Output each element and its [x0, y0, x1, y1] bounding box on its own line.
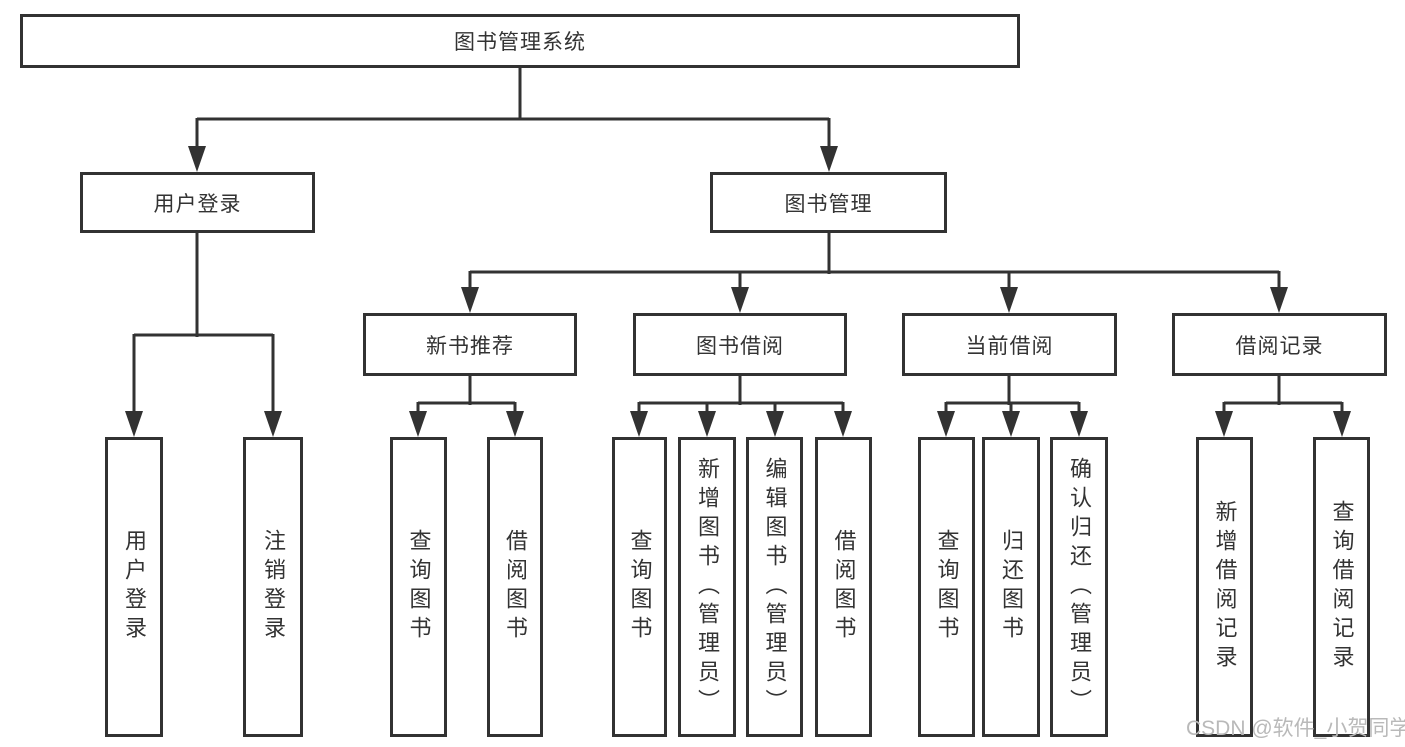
node-label: 用户登录: [122, 529, 147, 645]
leaf-logout: 注销登录: [243, 437, 303, 737]
leaf-confirm-return-admin: 确认归还（管理员）: [1050, 437, 1108, 737]
leaf-add-borrow-record: 新增借阅记录: [1196, 437, 1253, 737]
node-label: 借阅记录: [1235, 334, 1324, 358]
node-label: 归还图书: [999, 529, 1024, 645]
node-current-borrowing: 当前借阅: [902, 313, 1117, 376]
node-label: 当前借阅: [965, 334, 1054, 358]
watermark: CSDN @软件_小贺同学: [1186, 717, 1405, 740]
node-label: 查询图书: [627, 529, 653, 645]
node-label: 用户登录: [153, 192, 242, 216]
leaf-query-borrow-record: 查询借阅记录: [1313, 437, 1370, 737]
node-label: 借阅图书: [831, 529, 857, 645]
node-label: 图书借阅: [696, 334, 784, 358]
node-label: 借阅图书: [503, 529, 528, 645]
leaf-query-books-borrowing: 查询图书: [612, 437, 667, 737]
node-label: 查询图书: [406, 529, 432, 645]
leaf-user-login: 用户登录: [105, 437, 163, 737]
node-new-book-recommend: 新书推荐: [363, 313, 577, 376]
node-label: 新增借阅记录: [1212, 500, 1238, 674]
leaf-return-books: 归还图书: [982, 437, 1040, 737]
leaf-edit-book-admin: 编辑图书（管理员）: [746, 437, 803, 737]
arrowheads: [125, 146, 1351, 437]
leaf-add-book-admin: 新增图书（管理员）: [678, 437, 736, 737]
node-label: 确认归还（管理员）: [1067, 456, 1092, 718]
node-book-borrowing: 图书借阅: [633, 313, 847, 376]
node-label: 新增图书（管理员）: [695, 456, 720, 718]
node-root: 图书管理系统: [20, 14, 1020, 68]
node-label: 新书推荐: [426, 334, 514, 358]
node-label: 查询图书: [934, 529, 960, 645]
node-label: 注销登录: [261, 529, 286, 645]
node-label: 查询借阅记录: [1329, 500, 1355, 674]
leaf-query-books-recommend: 查询图书: [390, 437, 447, 737]
leaf-query-books-current: 查询图书: [918, 437, 975, 737]
node-book-management: 图书管理: [710, 172, 947, 233]
node-label: 图书管理系统: [454, 31, 586, 54]
leaf-borrow-books-recommend: 借阅图书: [487, 437, 543, 737]
leaf-borrow-books-borrowing: 借阅图书: [815, 437, 872, 737]
node-label: 图书管理: [784, 192, 873, 216]
node-label: 编辑图书（管理员）: [762, 456, 788, 718]
node-borrow-records: 借阅记录: [1172, 313, 1387, 376]
node-user-login: 用户登录: [80, 172, 315, 233]
